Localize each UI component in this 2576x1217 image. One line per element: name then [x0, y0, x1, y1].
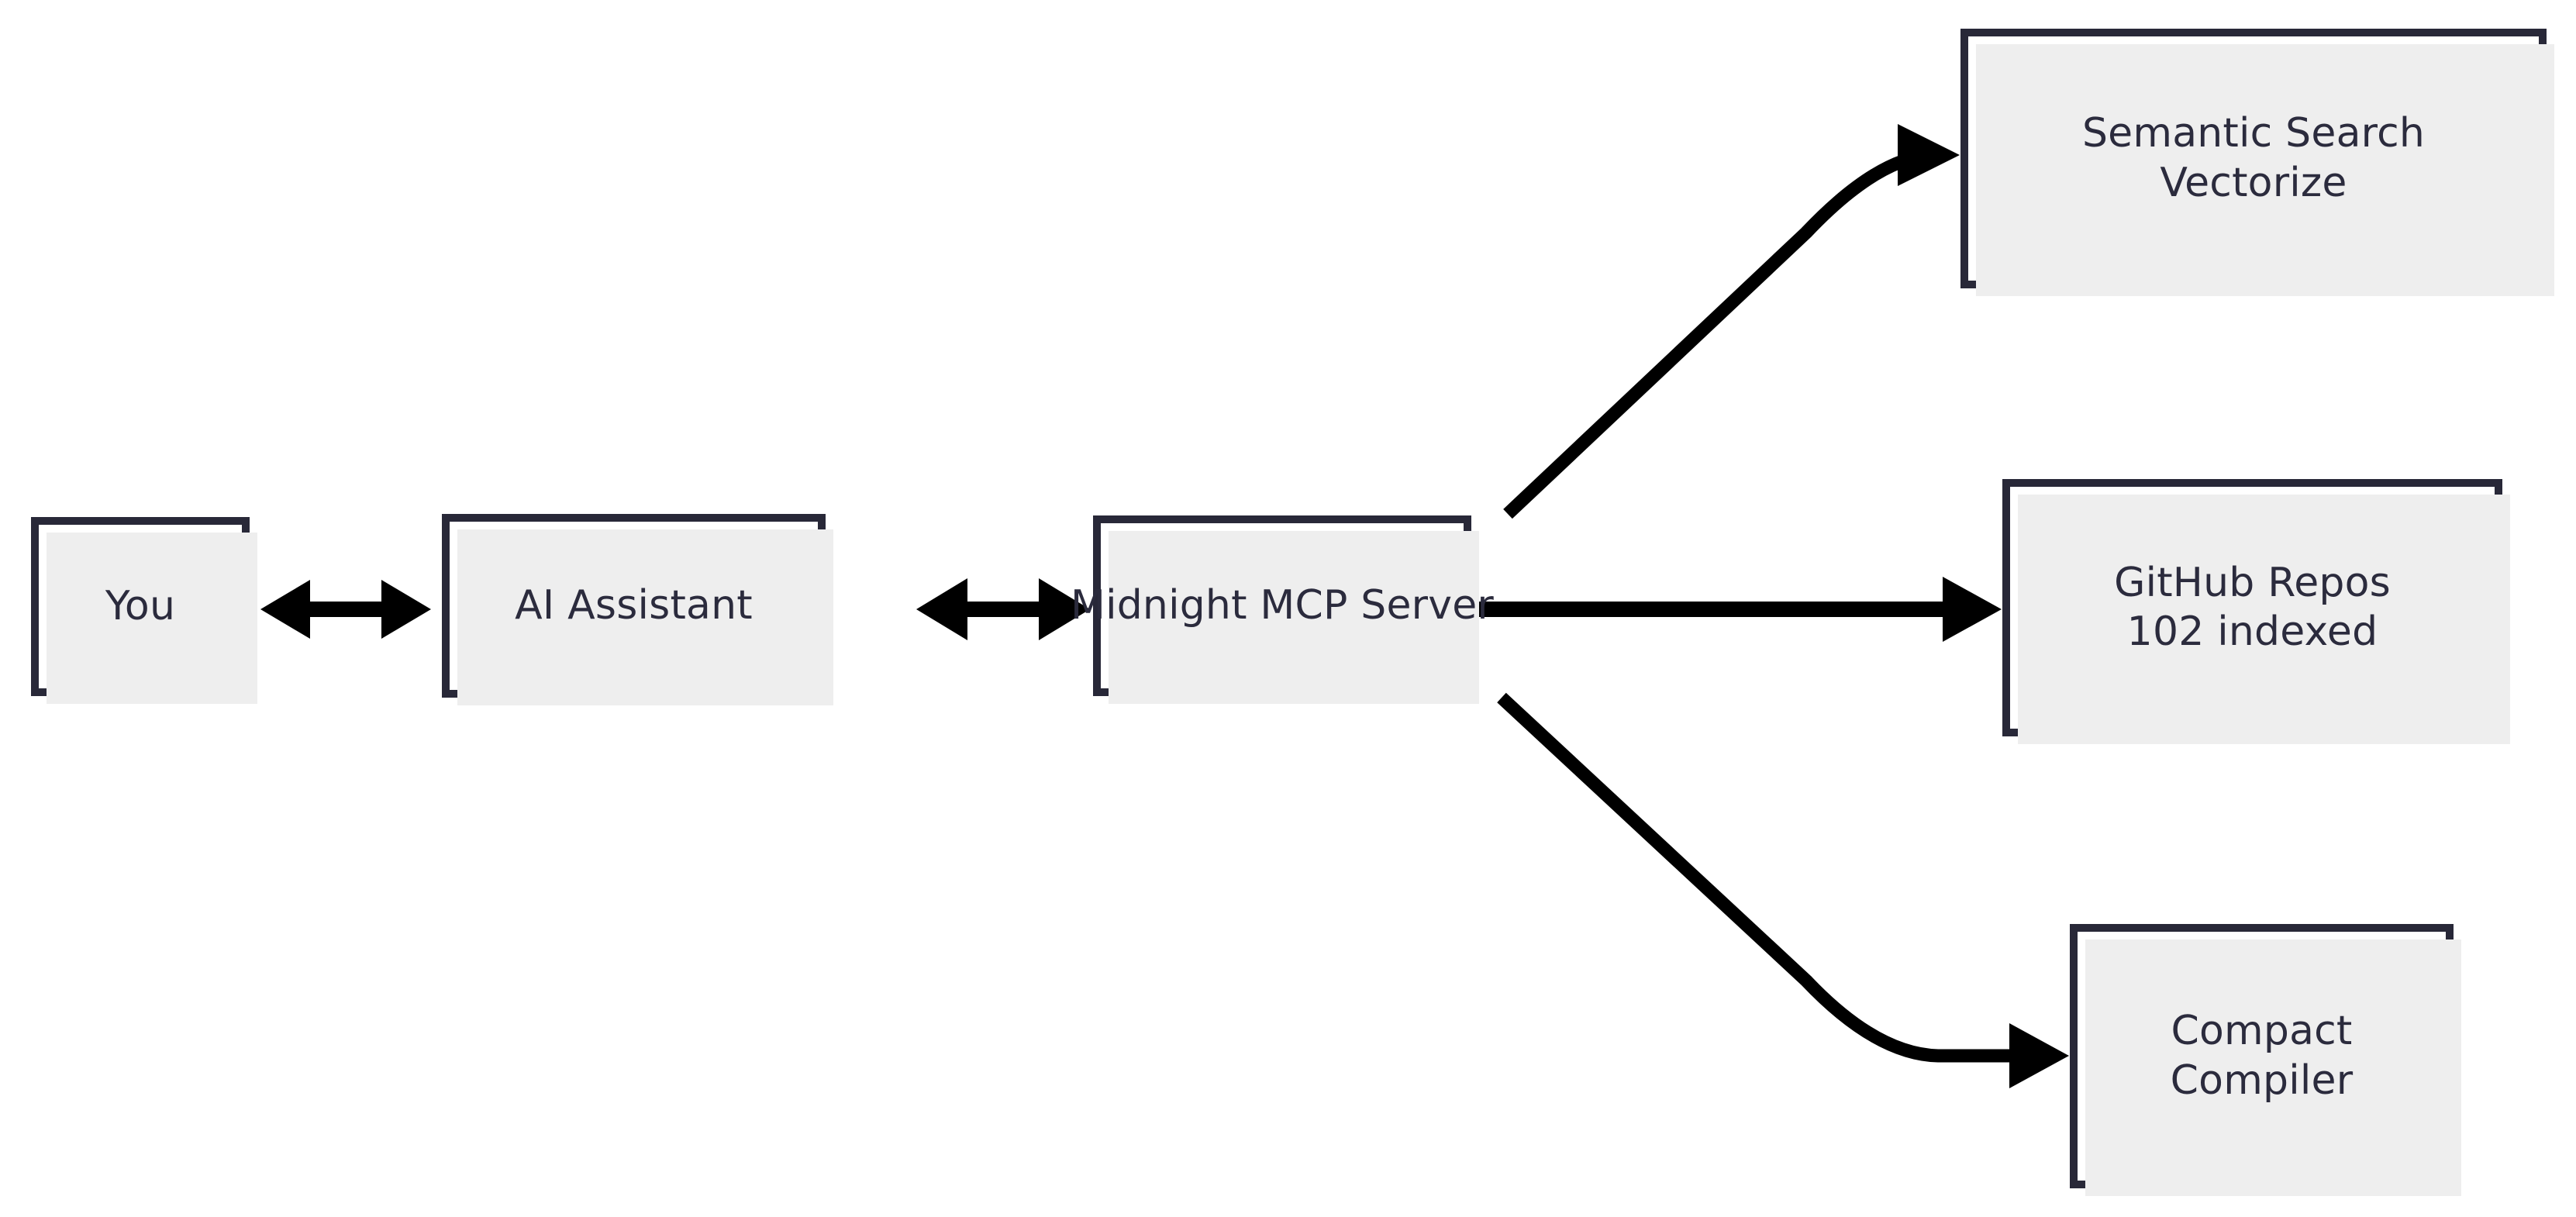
node-you[interactable]: You — [31, 517, 257, 704]
node-ai-assistant-shadow — [457, 529, 833, 705]
node-semantic-search-shadow — [1976, 44, 2554, 296]
node-github-repos-shadow — [2018, 495, 2510, 744]
node-semantic-search-label-line-2: Vectorize — [2160, 159, 2347, 206]
node-compact-compiler-label-line-2: Compiler — [2170, 1057, 2354, 1104]
node-compact-compiler-label-line-1: Compact — [2171, 1008, 2353, 1055]
node-ai-assistant[interactable]: AI Assistant — [442, 514, 833, 705]
node-github-repos[interactable]: GitHub Repos 102 indexed — [2002, 479, 2510, 744]
edge-mcp-compiler-path — [1497, 692, 2016, 1063]
node-you-label-line-1: You — [105, 582, 176, 629]
edge-mcp-server-github-repos — [1473, 577, 2002, 642]
node-midnight-mcp-server-label-line-1: Midnight MCP Server — [1071, 581, 1494, 629]
node-ai-assistant-label-line-1: AI Assistant — [515, 581, 753, 629]
node-github-repos-label-line-2: 102 indexed — [2126, 608, 2378, 655]
arrowhead-left-you — [260, 580, 310, 639]
node-semantic-search[interactable]: Semantic Search Vectorize — [1960, 29, 2554, 296]
node-compact-compiler[interactable]: Compact Compiler — [2070, 924, 2461, 1196]
edge-mcp-semantic-path — [1503, 148, 1931, 519]
arrowhead-left-ai-assistant — [916, 578, 967, 640]
node-midnight-mcp-server-shadow — [1109, 531, 1479, 704]
edge-mcp-server-compact-compiler — [1497, 692, 2069, 1088]
arrowhead-semantic-search — [1898, 124, 1960, 186]
edge-mcp-server-semantic-search — [1503, 124, 1960, 519]
arrowhead-github-repos — [1943, 577, 2002, 642]
arrowhead-compact-compiler — [2009, 1023, 2069, 1088]
edge-you-ai-assistant — [260, 580, 431, 639]
node-you-shadow — [47, 533, 257, 704]
node-midnight-mcp-server[interactable]: Midnight MCP Server — [1071, 515, 1494, 704]
arrowhead-right-ai-assistant — [381, 580, 431, 639]
node-semantic-search-label-line-1: Semantic Search — [2081, 110, 2426, 157]
node-compact-compiler-shadow — [2085, 939, 2461, 1196]
node-github-repos-label-line-1: GitHub Repos — [2114, 559, 2391, 606]
edge-ai-assistant-mcp-server — [916, 578, 1090, 640]
